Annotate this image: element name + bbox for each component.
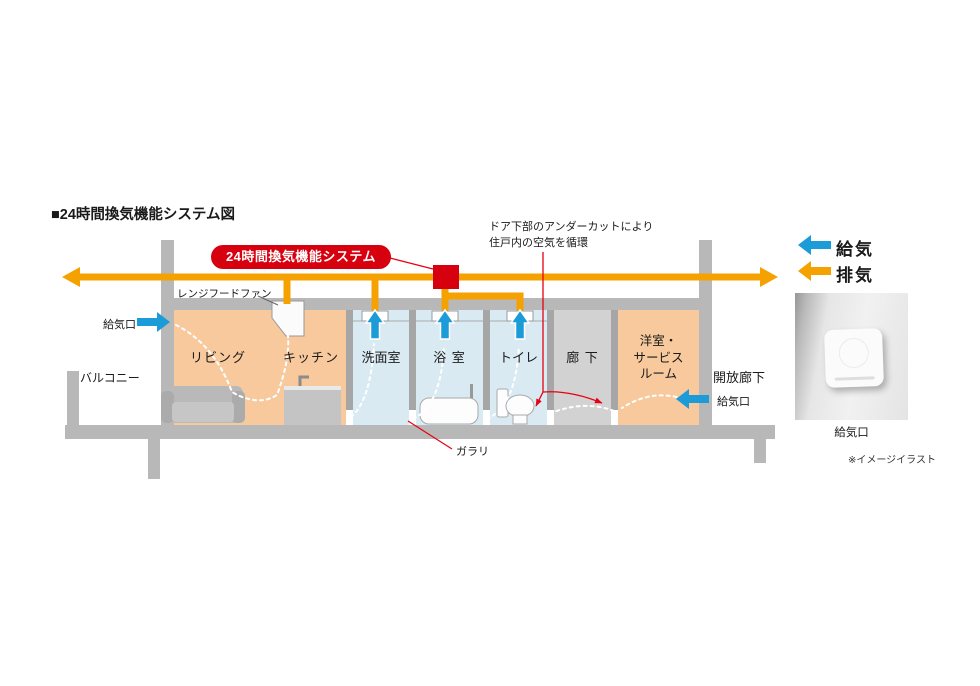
airflow-western-corridor xyxy=(545,394,691,416)
room-label-living: リビング xyxy=(189,350,246,365)
up-arrow-bath xyxy=(434,308,456,340)
floor-slab xyxy=(65,425,775,439)
exhaust-duct xyxy=(76,273,764,315)
ceiling-slab xyxy=(174,298,699,310)
bathtub xyxy=(419,384,479,425)
vent-slot-detail xyxy=(834,376,875,381)
legend-exhaust-label: 排気 xyxy=(836,266,874,285)
room-label-toilet: トイレ xyxy=(498,350,538,365)
legend-exhaust-arrow xyxy=(798,261,831,281)
supply-port-photo xyxy=(795,293,908,420)
vent-circle-detail xyxy=(838,337,870,369)
wall-kitchen-washroom xyxy=(346,310,353,410)
wall-corridor-western xyxy=(611,310,618,410)
balcony-label: バルコニー xyxy=(80,371,140,385)
airflow-toilet xyxy=(486,345,520,420)
up-arrow-toilet xyxy=(509,308,531,340)
wall-washroom-bath xyxy=(409,310,416,410)
room-washroom xyxy=(353,310,409,425)
wall-right xyxy=(699,240,712,425)
supply-port-right-label: 給気口 xyxy=(717,396,750,408)
supply-arrow-right xyxy=(676,389,709,409)
supply-arrow-left xyxy=(137,312,170,332)
exhaust-up-arrows xyxy=(364,308,531,340)
open-corridor-label: 開放廊下 xyxy=(713,370,766,385)
duct-arrow-left xyxy=(62,267,80,287)
legend-supply-arrow xyxy=(798,235,831,255)
range-hood-leader xyxy=(257,295,279,306)
room-corridor xyxy=(554,310,611,425)
underfloor-column-left xyxy=(148,439,160,479)
duct-arrow-right xyxy=(760,267,778,287)
undercut-note: ドア下部のアンダーカットにより 住戸内の空気を循環 xyxy=(489,221,654,249)
wall-toilet-corridor xyxy=(547,310,554,410)
airflow-living xyxy=(175,324,290,402)
legend-supply-label: 給気 xyxy=(836,240,874,259)
room-label-washroom: 洗面室 xyxy=(361,350,401,365)
duct-pipe-toilet xyxy=(445,292,524,315)
airflow-washroom xyxy=(350,343,375,418)
room-label-bath: 浴 室 xyxy=(433,350,466,365)
fan-unit-box xyxy=(433,265,459,289)
kitchen-counter xyxy=(284,375,341,425)
room-label-corridor: 廊 下 xyxy=(566,350,599,365)
wall-bath-toilet xyxy=(483,310,490,410)
supply-port-vent-device xyxy=(824,328,884,388)
room-label-kitchen: キッチン xyxy=(282,350,339,365)
louver-label: ガラリ xyxy=(456,446,489,458)
wall-left xyxy=(161,240,174,425)
undercut-leaders xyxy=(535,252,603,407)
range-hood-label: レンジフードファン xyxy=(177,288,272,300)
up-arrow-washroom xyxy=(364,308,386,340)
balcony-parapet xyxy=(67,371,79,425)
badge-leader-line xyxy=(389,257,434,270)
louver-leader xyxy=(407,420,453,450)
sofa xyxy=(161,386,245,423)
page-title: ■24時間換気機能システム図 xyxy=(51,207,235,223)
photo-caption: 給気口 xyxy=(834,427,869,439)
photo-note: ※イメージイラスト xyxy=(848,455,936,466)
range-hood xyxy=(271,300,305,337)
room-label-western: 洋室・ サービス ルーム xyxy=(633,334,684,381)
airflow-bath xyxy=(412,345,445,420)
system-badge: 24時間換気機能システム xyxy=(211,245,391,269)
underfloor-column-right xyxy=(754,439,766,463)
supply-port-left-label: 給気口 xyxy=(103,319,136,331)
